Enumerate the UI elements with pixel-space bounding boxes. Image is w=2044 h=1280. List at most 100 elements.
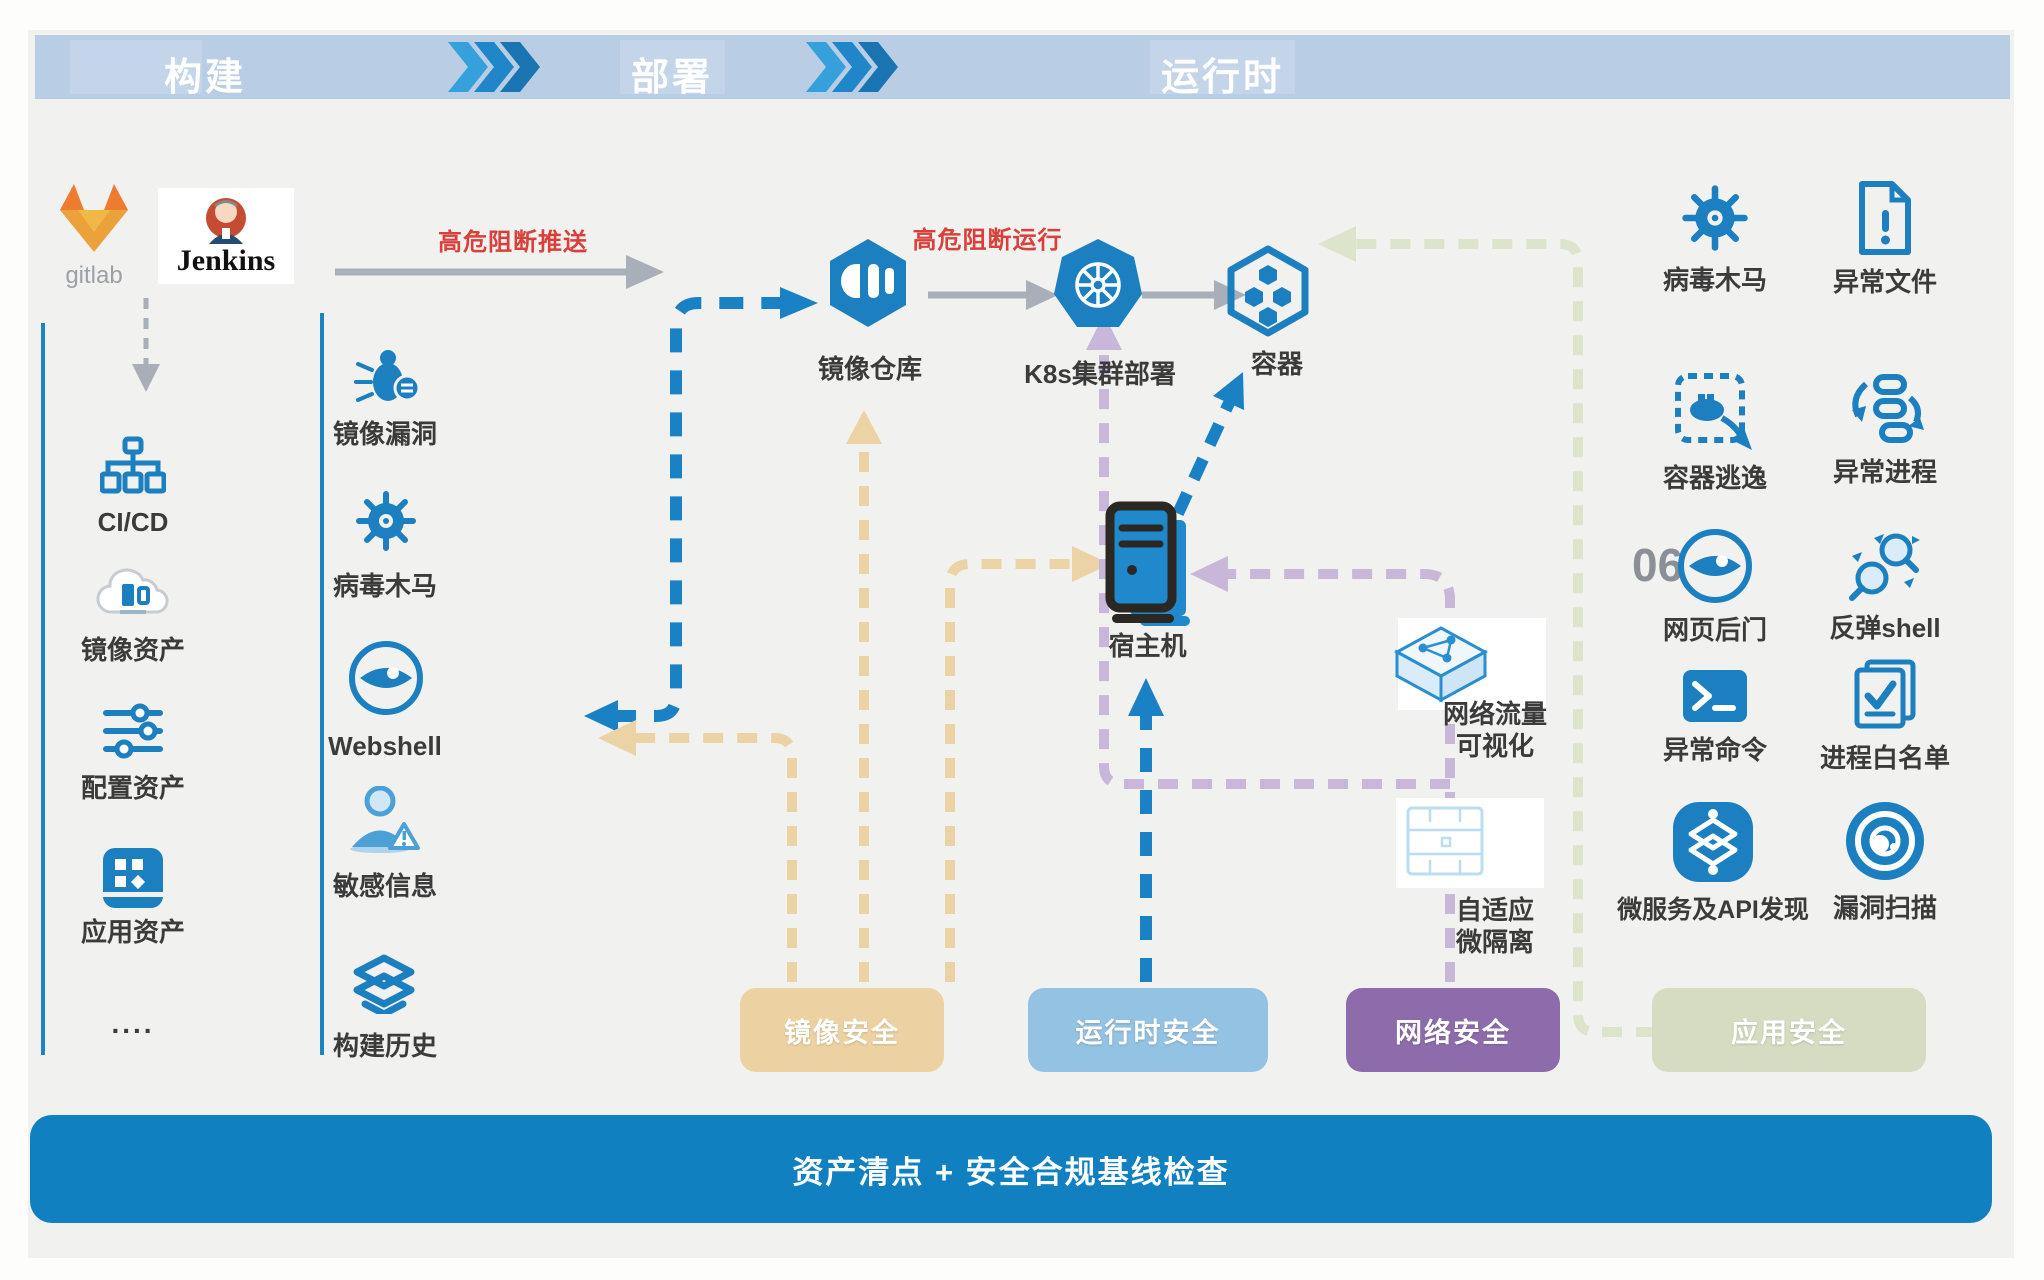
container-escape-icon <box>1675 373 1752 450</box>
runtime-check-container-escape: 容器逃逸 <box>1630 372 1800 494</box>
traffic-viz-label-line1: 网络流量 <box>1442 699 1547 729</box>
runtime-check-label: 微服务及API发现 <box>1617 896 1809 924</box>
terminal-icon <box>1683 670 1747 722</box>
app-security-label: 应用安全 <box>1731 1017 1847 1048</box>
runtime-check-label: 病毒木马 <box>1662 265 1767 295</box>
virus-icon <box>1682 185 1748 251</box>
network-security-label: 网络安全 <box>1395 1017 1511 1048</box>
eye-icon <box>1678 529 1752 603</box>
header-highlight-runtime <box>1150 40 1295 94</box>
layers-icon <box>353 954 415 1014</box>
k8s-label: K8s集群部署 <box>1024 359 1176 389</box>
image-security-label: 镜像安全 <box>784 1017 900 1048</box>
person-warning-icon <box>350 786 420 853</box>
cicd-icon <box>100 436 166 494</box>
host-machine-icon <box>1105 501 1190 626</box>
image-security-box: 镜像安全 <box>740 988 944 1072</box>
config-sliders-icon <box>103 703 163 759</box>
baseline-footer-bar: 资产清点 + 安全合规基线检查 <box>30 1115 1992 1223</box>
runtime-check-virus: 病毒木马 <box>1630 182 1800 296</box>
runtime-check-label: 异常文件 <box>1832 267 1937 297</box>
stage-build: 构建 <box>163 57 246 99</box>
runtime-security-box: 运行时安全 <box>1028 988 1268 1072</box>
asset-config-label: 配置资产 <box>80 773 185 803</box>
runtime-check-process-whitelist: 进程白名单 <box>1800 658 1970 774</box>
app-security-to-container-arrow <box>1318 226 1656 1037</box>
jenkins-logo-card: Jenkins <box>158 188 294 284</box>
image-registry-icon <box>830 239 906 327</box>
magnifier-icon <box>1849 533 1920 601</box>
stage-header-bar <box>35 35 2010 99</box>
column-rule-lines <box>41 313 324 1055</box>
bug-icon <box>354 350 420 402</box>
check-image-vuln-label: 镜像漏洞 <box>332 419 437 449</box>
chevron-arrows-icon <box>448 42 540 92</box>
check-sensitive-label: 敏感信息 <box>332 871 437 901</box>
runtime-check-abnormal-process: 异常进程 <box>1800 374 1970 488</box>
header-highlight-build <box>70 40 202 94</box>
asset-image-label: 镜像资产 <box>80 635 185 665</box>
micro-segmentation-icon <box>1406 806 1484 876</box>
virus-icon <box>356 491 416 551</box>
stage-deploy: 部署 <box>630 57 713 99</box>
runtime-check-abnormal-file: 异常文件 <box>1800 180 1970 298</box>
image-security-to-registry-arrow <box>846 410 882 982</box>
tools-down-arrow <box>132 298 160 392</box>
runtime-check-abnormal-command: 异常命令 <box>1630 668 1800 766</box>
whitelist-icon <box>1854 659 1916 729</box>
runtime-check-vuln-scan: 漏洞扫描 <box>1800 800 1970 924</box>
host-label: 宿主机 <box>1108 631 1187 661</box>
header-highlight-deploy <box>620 40 725 94</box>
traffic-viz-label-line2: 可视化 <box>1455 731 1534 761</box>
eye-icon <box>349 641 423 715</box>
runtime-check-label: 容器逃逸 <box>1662 463 1767 493</box>
block-push-label: 高危阻断推送 <box>438 229 588 256</box>
asset-cicd-label: CI/CD <box>97 507 169 537</box>
check-webshell-label: Webshell <box>328 731 442 761</box>
host-to-container-arrow <box>1156 372 1244 551</box>
runtime-check-label: 进程白名单 <box>1819 743 1950 773</box>
runtime-check-label: 漏洞扫描 <box>1832 893 1937 923</box>
doc-alert-icon <box>1859 181 1911 255</box>
network-security-to-cluster-arrow <box>1086 314 1450 789</box>
cloud-image-icon <box>96 568 169 614</box>
app-security-box: 应用安全 <box>1652 988 1926 1072</box>
jenkins-butler-icon <box>206 198 246 244</box>
more-assets-dots: .... <box>111 1008 155 1039</box>
runtime-check-web-backdoor: 网页后门 <box>1630 528 1800 646</box>
image-security-to-checks-arrow <box>598 720 797 982</box>
blue-scan-loop-arrow <box>584 287 818 732</box>
gitlab-logo-icon <box>60 184 128 252</box>
gitlab-label: gitlab <box>65 262 123 289</box>
push-arrow <box>335 255 664 289</box>
app-grid-icon <box>103 848 163 908</box>
runtime-check-api-discovery: 微服务及API发现 <box>1608 800 1818 925</box>
runtime-to-host-arrow <box>1128 678 1164 982</box>
network-security-to-host-arrow <box>1190 556 1455 982</box>
runtime-check-label: 异常命令 <box>1662 735 1767 765</box>
jenkins-label: Jenkins <box>176 244 276 277</box>
registry-label: 镜像仓库 <box>817 354 922 384</box>
k8s-icon <box>1054 239 1142 327</box>
mesh-icon <box>1673 802 1753 882</box>
microseg-label-line1: 自适应 <box>1455 895 1534 925</box>
chevron-arrows-icon <box>806 42 898 92</box>
stage-runtime: 运行时 <box>1160 57 1284 99</box>
check-virus-label: 病毒木马 <box>332 571 437 601</box>
process-icon <box>1852 374 1924 443</box>
runtime-check-label: 异常进程 <box>1832 457 1937 487</box>
watermark-number: 06 <box>1632 539 1684 591</box>
network-traffic-icon <box>1393 626 1489 703</box>
container-icon <box>1227 245 1309 337</box>
scan-icon <box>1846 802 1924 880</box>
microseg-label-line2: 微隔离 <box>1455 927 1534 957</box>
runtime-check-label: 网页后门 <box>1662 615 1767 645</box>
runtime-check-reverse-shell: 反弹shell <box>1800 530 1970 644</box>
container-label: 容器 <box>1250 349 1303 379</box>
registry-to-k8s-arrow <box>928 280 1058 310</box>
runtime-check-label: 反弹shell <box>1829 613 1941 643</box>
baseline-footer-label: 资产清点 + 安全合规基线检查 <box>792 1154 1230 1190</box>
asset-app-label: 应用资产 <box>80 917 185 947</box>
image-security-to-host-arrow <box>945 546 1110 982</box>
